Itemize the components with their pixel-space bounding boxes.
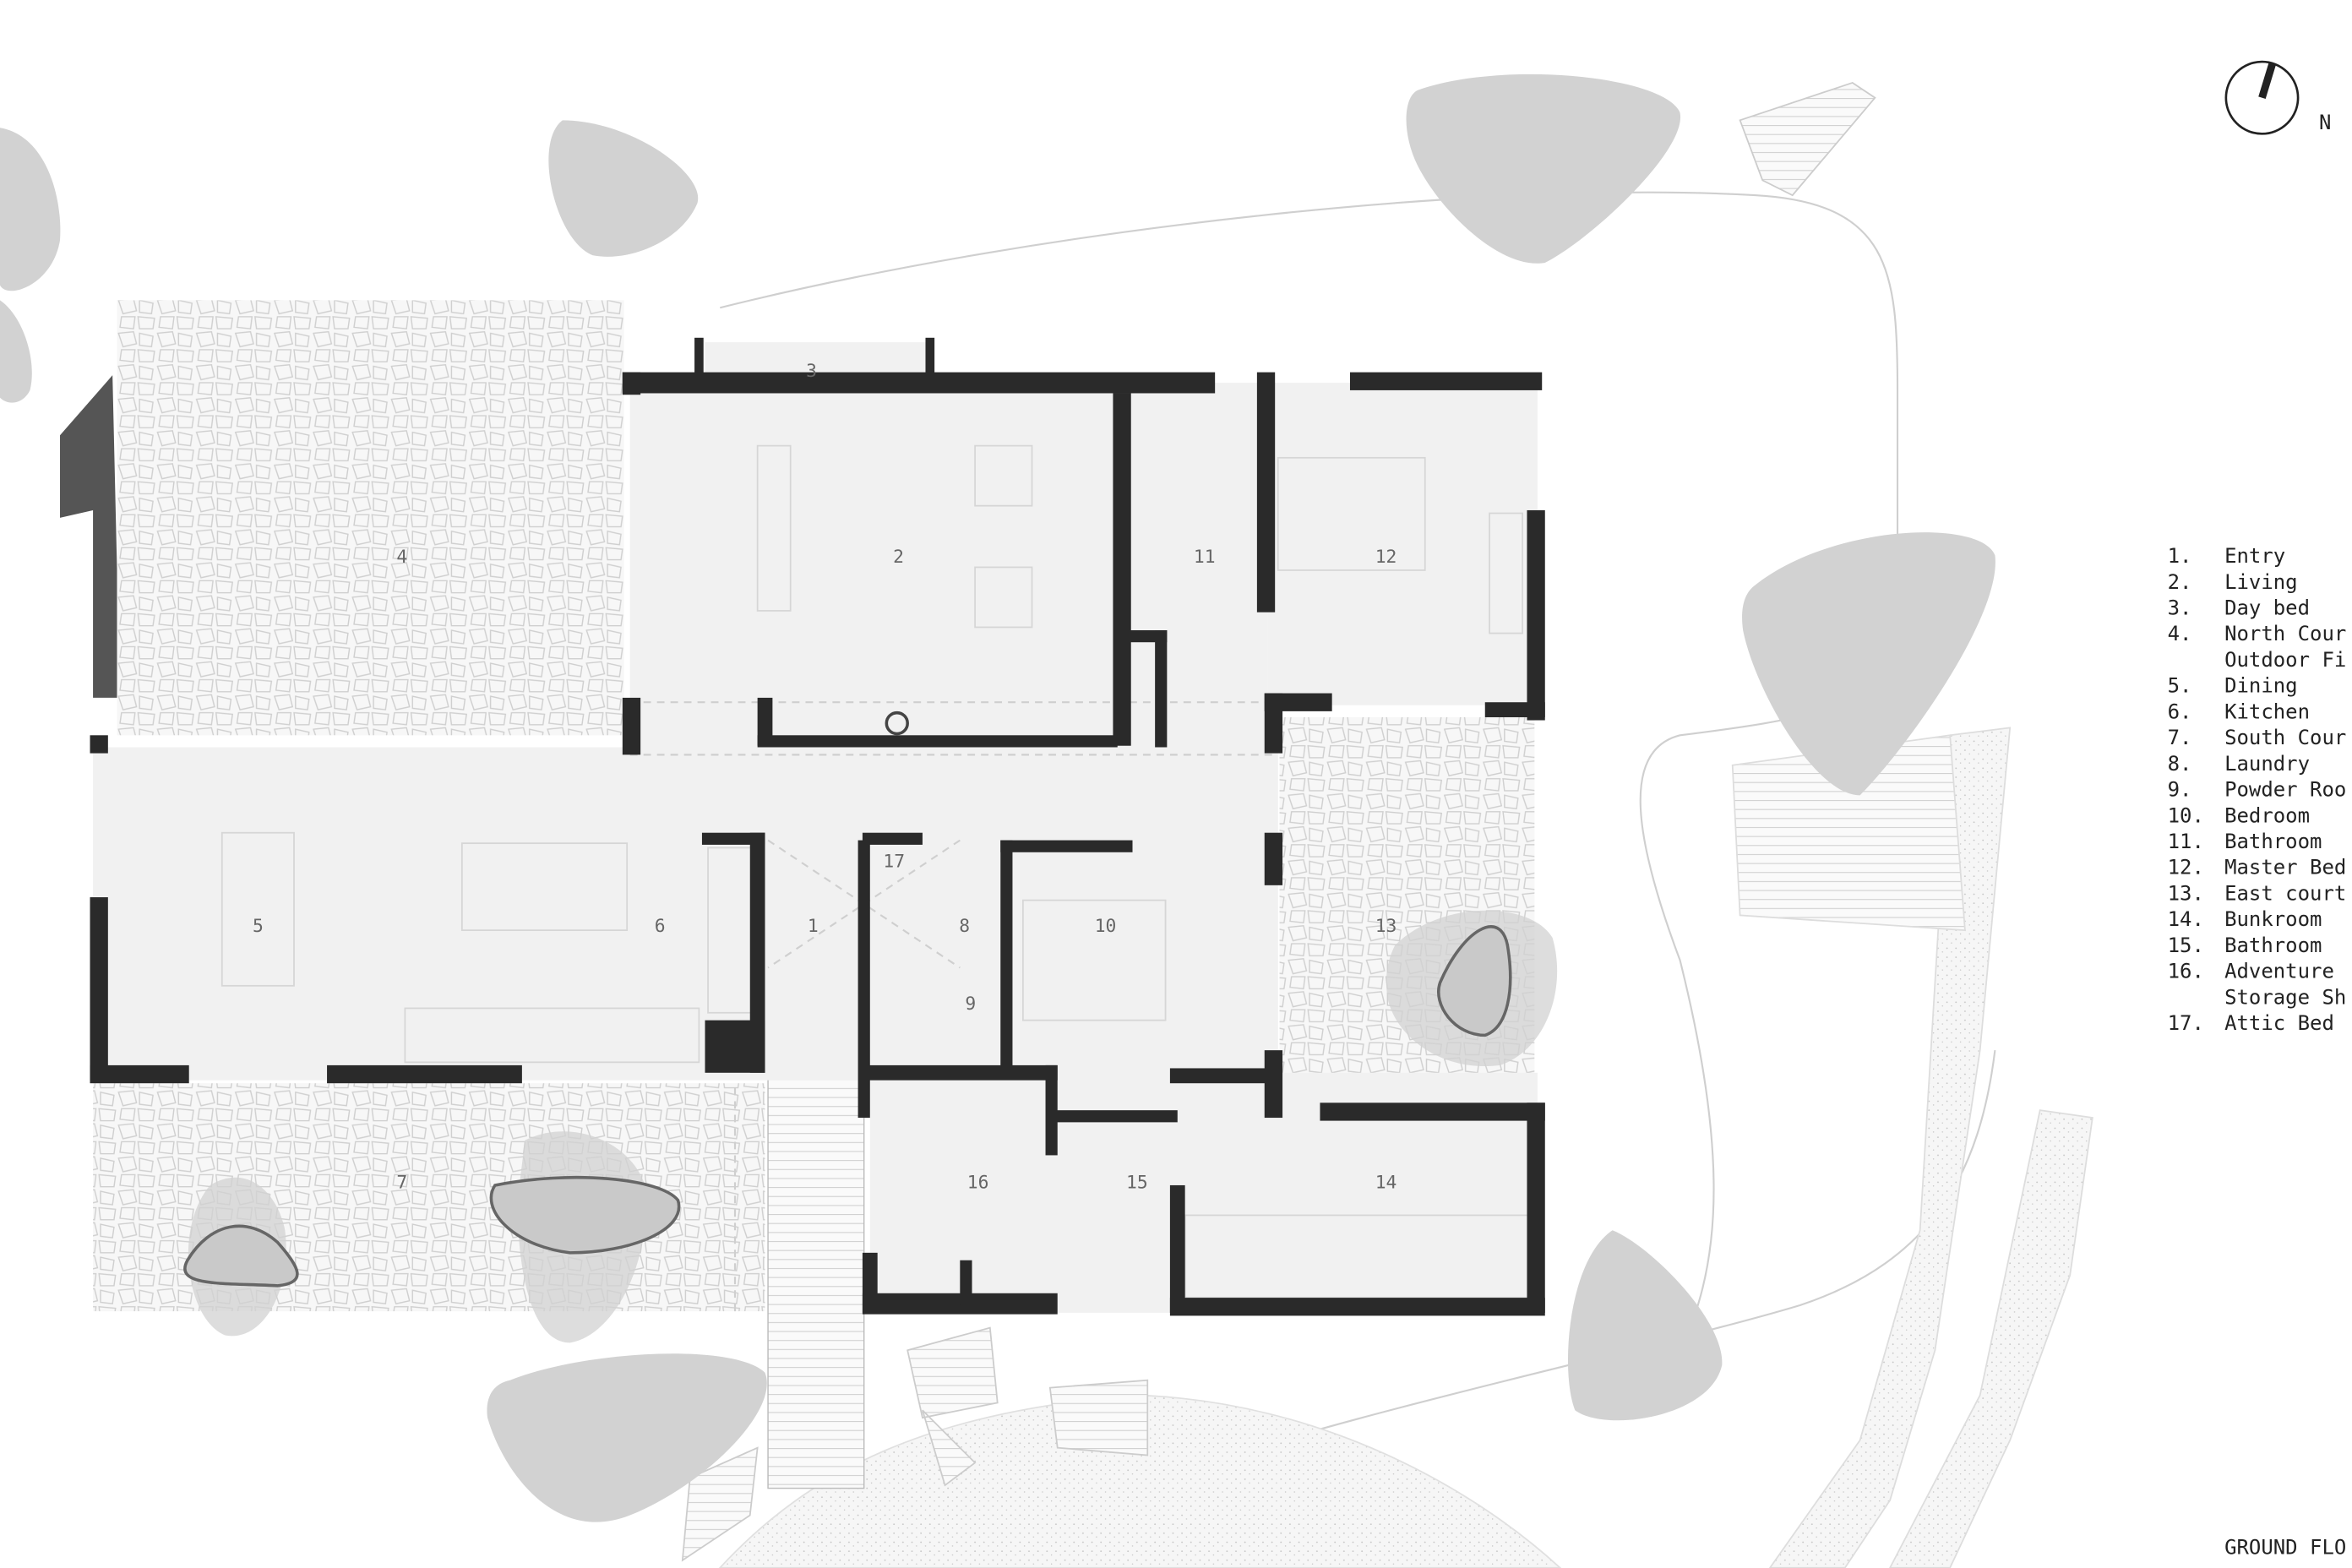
legend-number: 16. <box>2168 960 2204 983</box>
legend-number: 3. <box>2168 596 2192 620</box>
legend-item: East court <box>2224 881 2346 905</box>
legend-item: North Cour <box>2224 622 2346 645</box>
legend-item: South Cour <box>2224 726 2346 749</box>
legend-number: 8. <box>2168 752 2192 776</box>
legend-number: 10. <box>2168 803 2204 827</box>
site-landscape <box>60 81 2093 1568</box>
room-label-3: 3 <box>806 361 817 382</box>
north-label: N <box>2319 111 2331 134</box>
legend-item: Attic Bed <box>2224 1011 2334 1035</box>
legend-item: Living <box>2224 570 2298 594</box>
room-label-10: 10 <box>1095 916 1117 937</box>
legend-item: Bunkroom <box>2224 907 2322 931</box>
legend-number: 14. <box>2168 907 2204 931</box>
room-label-4: 4 <box>396 547 407 568</box>
room-label-16: 16 <box>967 1173 989 1194</box>
trees <box>0 74 1995 1522</box>
room-label-5: 5 <box>253 916 264 937</box>
legend-number: 7. <box>2168 726 2192 749</box>
legend-item: Adventure <box>2224 960 2334 983</box>
north-arrow-icon: N <box>2224 60 2331 135</box>
legend-item: Outdoor Fi <box>2224 648 2346 672</box>
legend-item: Kitchen <box>2224 700 2310 723</box>
north-court <box>117 300 624 736</box>
legend-number: 15. <box>2168 934 2204 957</box>
drawing-title: GROUND FLO <box>2224 1536 2346 1560</box>
legend-item: Bathroom <box>2224 934 2322 957</box>
legend-number: 13. <box>2168 881 2204 905</box>
legend-number: 2. <box>2168 570 2192 594</box>
room-label-17: 17 <box>883 852 905 873</box>
room-label-7: 7 <box>396 1173 407 1194</box>
room-label-2: 2 <box>893 547 904 568</box>
room-labels: 1 2 3 4 5 6 7 8 9 10 11 12 13 14 15 16 1… <box>253 361 1396 1194</box>
legend-item: Laundry <box>2224 752 2310 776</box>
room-label-14: 14 <box>1375 1173 1397 1194</box>
room-label-15: 15 <box>1126 1173 1148 1194</box>
legend-item: Storage Sh <box>2224 985 2346 1009</box>
room-label-11: 11 <box>1194 547 1216 568</box>
legend-number: 11. <box>2168 830 2204 853</box>
legend-number: 9. <box>2168 778 2192 802</box>
legend-number: 17. <box>2168 1011 2204 1035</box>
legend-number: 12. <box>2168 856 2204 879</box>
room-label-6: 6 <box>655 916 666 937</box>
room-label-1: 1 <box>808 916 819 937</box>
legend-item: Master Bed <box>2224 856 2346 879</box>
room-label-13: 13 <box>1375 916 1397 937</box>
legend: 1. Entry 2. Living 3. Day bed 4. North CourOutd… <box>2168 544 2347 1035</box>
room-label-8: 8 <box>959 916 970 937</box>
legend-item: Day bed <box>2224 596 2310 620</box>
legend-item: Powder Roo <box>2224 778 2346 802</box>
legend-number: 1. <box>2168 544 2192 568</box>
legend-number: 5. <box>2168 674 2192 698</box>
room-label-12: 12 <box>1375 547 1397 568</box>
legend-item: Entry <box>2224 544 2285 568</box>
legend-number: 4. <box>2168 622 2192 645</box>
legend-number: 6. <box>2168 700 2192 723</box>
legend-item: Dining <box>2224 674 2298 698</box>
legend-item: Bedroom <box>2224 803 2310 827</box>
walls <box>90 337 1545 1316</box>
legend-item: Bathroom <box>2224 830 2322 853</box>
room-label-9: 9 <box>965 994 976 1015</box>
